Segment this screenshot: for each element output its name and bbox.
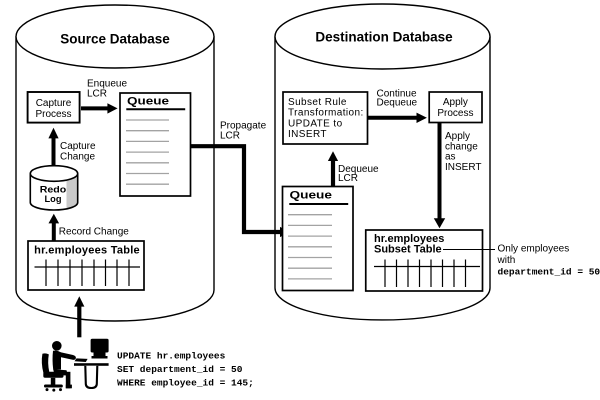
svg-text:SET department_id = 50: SET department_id = 50	[117, 364, 243, 375]
svg-text:Dequeue: Dequeue	[377, 97, 418, 108]
svg-text:Subset Rule: Subset Rule	[288, 97, 347, 108]
svg-text:UPDATE to: UPDATE to	[288, 118, 343, 129]
svg-text:INSERT: INSERT	[288, 129, 327, 140]
svg-text:Apply: Apply	[445, 131, 470, 142]
svg-text:Queue: Queue	[127, 96, 169, 108]
svg-text:Continue: Continue	[377, 88, 417, 99]
svg-text:change: change	[445, 141, 478, 152]
svg-text:Destination Database: Destination Database	[315, 30, 453, 45]
svg-text:Propagate: Propagate	[220, 121, 267, 132]
svg-text:Subset Table: Subset Table	[374, 244, 442, 256]
svg-text:as: as	[445, 152, 456, 163]
svg-text:Enqueue: Enqueue	[87, 79, 127, 90]
svg-text:Record Change: Record Change	[59, 226, 129, 237]
svg-text:Process: Process	[437, 108, 473, 119]
svg-text:Capture: Capture	[60, 141, 96, 152]
svg-text:INSERT: INSERT	[445, 162, 482, 173]
svg-text:Capture: Capture	[36, 98, 72, 109]
svg-text:hr.employees Table: hr.employees Table	[34, 245, 140, 257]
svg-text:Only employees: Only employees	[498, 244, 570, 255]
svg-text:Source Database: Source Database	[60, 32, 170, 47]
svg-text:Process: Process	[35, 109, 71, 120]
svg-text:with: with	[497, 255, 516, 266]
svg-text:UPDATE hr.employees: UPDATE hr.employees	[117, 351, 226, 362]
svg-text:Queue: Queue	[290, 190, 333, 202]
svg-text:Apply: Apply	[443, 97, 468, 108]
svg-text:Dequeue: Dequeue	[338, 164, 379, 175]
svg-text:LCR: LCR	[220, 131, 240, 142]
svg-text:department_id = 50: department_id = 50	[498, 267, 600, 278]
svg-text:Change: Change	[60, 152, 95, 163]
svg-text:LCR: LCR	[338, 173, 358, 184]
svg-text:Redo: Redo	[40, 185, 67, 196]
svg-text:Transformation:: Transformation:	[288, 108, 364, 119]
svg-text:hr.employees: hr.employees	[374, 233, 444, 245]
svg-text:LCR: LCR	[87, 89, 107, 100]
svg-text:WHERE employee_id = 145;: WHERE employee_id = 145;	[117, 377, 254, 388]
svg-text:Log: Log	[45, 194, 62, 205]
